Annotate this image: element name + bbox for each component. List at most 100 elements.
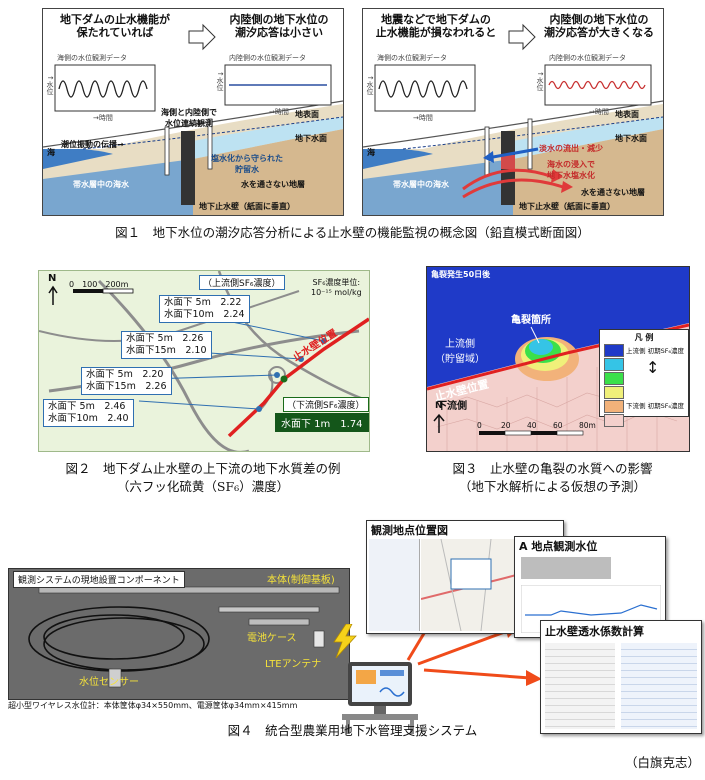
fig2-box-1-row1: 水面下 5m 2.22: [164, 297, 242, 308]
fig2-box-4: 水面下 5m 2.46 水面下10m 2.40: [43, 399, 134, 427]
fig3-legend: 凡 例 上流側 初期SF₆濃度 ↕ 下流側 初期SF₆濃度: [599, 329, 689, 427]
fig3-legend-swatch: [604, 414, 624, 427]
fig2-box-3: 水面下 5m 2.20 水面下15m 2.26: [81, 367, 172, 395]
fig1-right-gw-level: 地下水面: [615, 134, 647, 143]
fig2-caption-line2: （六フッ化硫黄（SF₆）濃度）: [116, 479, 290, 494]
fig3-scale-80: 80m: [579, 421, 596, 430]
fig2-box-1: 水面下 5m 2.22 水面下10m 2.24: [159, 295, 250, 323]
fig1-right-panel: 地震などで地下ダムの 止水機能が損なわれると 内陸側の地下水位の 潮汐応答が大き…: [362, 8, 664, 216]
fig2-box-2-row1: 水面下 5m 2.26: [126, 333, 204, 344]
fig2-north: N: [48, 273, 57, 284]
fig1-right-sea: 海: [367, 148, 375, 157]
fig1-right-axis-y: ↑水位: [366, 75, 374, 95]
fig1-right-axis-x2: →時間: [589, 108, 609, 116]
fig3-downstream-label: 下流側: [437, 401, 467, 412]
fig1-left-tide: 潮位振動の伝播→: [61, 140, 124, 149]
fig1-right-intrusion1: 海水の浸入で: [547, 160, 595, 169]
fig3-legend-top: 上流側 初期SF₆濃度: [626, 347, 685, 355]
fig2-unit-line1: SF₆濃度単位:: [312, 278, 361, 287]
fig2-unit-line2: 10⁻¹⁵ mol/kg: [311, 288, 362, 297]
fig3-scale-40: 40: [527, 421, 537, 430]
fig1-right-header-line4: 潮汐応答が大きくなる: [544, 26, 654, 39]
fig1-left-axis-y2: ↑水位: [216, 71, 224, 91]
fig3-upstream2: （貯留域）: [435, 354, 485, 365]
fig4-main-unit: 本体(制御基板): [267, 575, 335, 586]
fig2-box-4-row2: 水面下10m 2.40: [48, 413, 129, 424]
fig1-left-gw-level: 地下水面: [295, 134, 327, 143]
fig1-left-aquifer: 帯水層中の海水: [73, 180, 129, 189]
fig3-simulation: 亀裂発生50日後 亀裂箇所 上流側 （貯留域） 止水壁位置 下流側 N 0 20…: [426, 266, 690, 452]
fig1-right-graph-sea-title: 海側の水位観測データ: [377, 54, 447, 62]
fig4-screen-map-title: 観測地点位置図: [371, 524, 448, 537]
fig3-legend-bottom: 下流側 初期SF₆濃度: [626, 402, 685, 410]
fig2-box-2-row2: 水面下15m 2.10: [126, 345, 207, 356]
fig3-legend-swatch: [604, 358, 624, 371]
fig4-spec: 超小型ワイヤレス水位計：本体筐体φ34×550mm、電源筐体φ34mm×415m…: [8, 701, 298, 710]
fig1-left-header-line2: 保たれていれば: [76, 26, 154, 39]
fig4-screen-permeability-title: 止水壁透水係数計算: [545, 625, 644, 638]
fig3-north: N: [435, 401, 443, 411]
fig2-upstream-title: （上流側SF₆濃度）: [199, 275, 285, 290]
fig1-right-outflow: 淡水の流出・減少: [539, 144, 603, 153]
fig3-legend-title: 凡 例: [634, 333, 654, 342]
fig3-crack-label: 亀裂箇所: [511, 315, 551, 326]
fig2-downstream-value: 水面下 1m 1.74: [275, 413, 369, 432]
fig1-left-graph-inland-title: 内陸側の水位観測データ: [229, 54, 306, 62]
fig4-caption: 図４ 統合型農業用地下水管理支援システム: [227, 723, 478, 738]
lightning-icon: [333, 624, 357, 658]
fig1-left-surface: 地表面: [295, 110, 319, 119]
fig1-left-note2: 水位連続観測: [165, 119, 213, 128]
fig4-battery: 電池ケース: [247, 633, 297, 644]
fig1-left-sea: 海: [47, 148, 55, 157]
fig2-map: N 0 100 200m （上流側SF₆濃度） SF₆濃度単位: 10⁻¹⁵ m…: [38, 270, 370, 452]
fig3-scale-20: 20: [501, 421, 511, 430]
fig4-sensor: 水位センサー: [79, 677, 139, 688]
fig3-legend-swatch: [604, 344, 624, 357]
fig1-caption: 図１ 地下水位の潮汐応答分析による止水壁の機能監視の概念図（鉛直模式断面図）: [115, 225, 590, 240]
fig1-right-intrusion2: 地下水塩水化: [547, 171, 595, 180]
fig4-photo-title: 観測システムの現地設置コンポーネント: [13, 571, 185, 588]
fig1-right-axis-x: →時間: [413, 114, 433, 122]
fig1-right-surface: 地表面: [615, 110, 639, 119]
fig1-left-header-line4: 潮汐応答は小さい: [235, 26, 323, 39]
fig1-left-cross-section: [43, 23, 343, 215]
fig3-caption-line2: （地下水解析による仮想の予測）: [458, 479, 647, 494]
fig1-right-header-line3: 内陸側の地下水位の: [549, 13, 649, 26]
fig4-antenna: LTEアンテナ: [265, 659, 322, 670]
fig1-left-graph-sea-title: 海側の水位観測データ: [57, 54, 127, 62]
fig1-right-impermeable: 水を通さない地層: [581, 188, 645, 197]
fig1-left-header-line1: 地下ダムの止水機能が: [60, 13, 170, 26]
fig4-screen-permeability: 止水壁透水係数計算: [540, 620, 702, 734]
fig1-right-wall: 地下止水壁（紙面に垂直）: [519, 202, 615, 211]
fig1-right-graph-inland-title: 内陸側の水位観測データ: [549, 54, 626, 62]
fig1-left-note1: 海側と内陸側で: [161, 108, 217, 117]
fig3-caption-line1: 図３ 止水壁の亀裂の水質への影響: [452, 461, 653, 476]
fig1-right-aquifer: 帯水層中の海水: [393, 180, 449, 189]
fig3-legend-swatch: [604, 372, 624, 385]
fig2-box-2: 水面下 5m 2.26 水面下15m 2.10: [121, 331, 212, 359]
fig2-box-3-row1: 水面下 5m 2.20: [86, 369, 164, 380]
fig2-box-3-row2: 水面下15m 2.26: [86, 381, 167, 392]
fig3-scale-60: 60: [553, 421, 563, 430]
fig4-screen-level-title: A 地点観測水位: [519, 540, 598, 553]
fig3-upstream1: 上流側: [445, 339, 475, 350]
fig3-title: 亀裂発生50日後: [431, 270, 491, 279]
fig3-scale-0: 0: [477, 421, 482, 430]
fig2-box-1-row2: 水面下10m 2.24: [164, 309, 245, 320]
fig1-left-protected2: 貯留水: [235, 165, 259, 174]
author: （白旗克志）: [624, 755, 700, 770]
fig1-right-axis-y2: ↑水位: [536, 71, 544, 91]
fig3-legend-swatch: [604, 386, 624, 399]
fig1-right-cross-section: [363, 23, 663, 215]
fig3-legend-arrow: ↕: [646, 358, 660, 377]
fig1-left-axis-y: ↑水位: [46, 75, 54, 95]
fig2-downstream-title: （下流側SF₆濃度）: [283, 397, 369, 412]
fig1-left-axis-x2: →時間: [269, 108, 289, 116]
fig2-scale: 0 100 200m: [69, 280, 129, 289]
fig4-photo: 観測システムの現地設置コンポーネント 本体(制御基板) 電池ケース LTEアンテ…: [8, 568, 350, 700]
fig1-right-header-line2: 止水機能が損なわれると: [375, 26, 497, 39]
fig3-legend-swatch: [604, 400, 624, 413]
fig1-left-wall: 地下止水壁（紙面に垂直）: [199, 202, 295, 211]
computer-icon: [338, 662, 422, 734]
fig1-left-axis-x: →時間: [93, 114, 113, 122]
